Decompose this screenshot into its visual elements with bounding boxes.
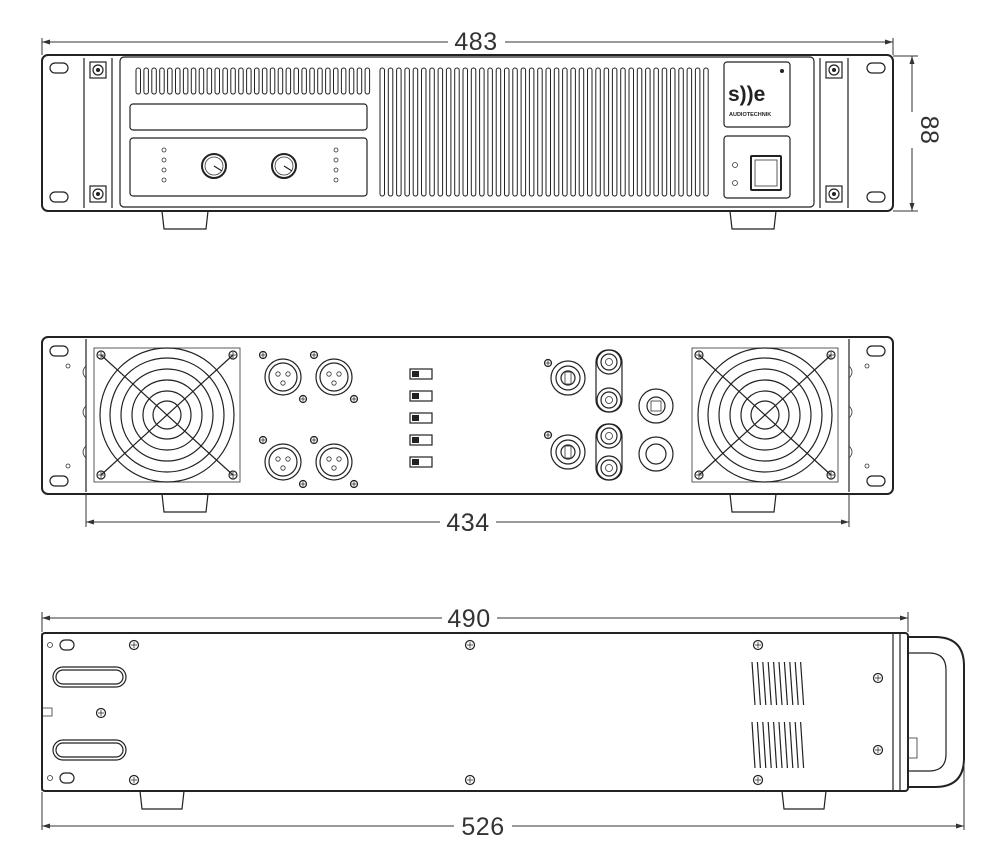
speakon-output-icon — [543, 358, 586, 470]
power-panel — [723, 135, 791, 199]
side-handle-slot-bottom — [52, 739, 127, 761]
side-screw-icon — [95, 639, 884, 786]
side-foot-right — [781, 790, 827, 810]
rack-slot-left-top — [49, 62, 69, 74]
fan-grille-left-icon — [93, 347, 241, 483]
control-panel — [129, 137, 368, 197]
front-width-dimension: 483 — [41, 28, 894, 56]
led-indicator-icon — [161, 147, 339, 183]
side-view: 490 — [41, 605, 965, 841]
power-led-icon — [732, 162, 738, 168]
rear-foot-left — [161, 493, 209, 513]
power-inlet-icon — [638, 388, 674, 472]
side-handle-slot-top — [52, 666, 127, 688]
rear-view: 434 — [41, 336, 894, 537]
side-depth-dimension: 490 — [41, 605, 909, 633]
front-width-label: 483 — [454, 28, 497, 56]
front-vent-top — [135, 67, 371, 95]
side-overall-dimension: 526 — [41, 760, 965, 841]
brand-logo-main: s))e — [728, 83, 765, 106]
power-switch-icon — [750, 155, 782, 191]
xlr-input-connectors — [258, 350, 359, 489]
front-foot-right — [729, 210, 777, 230]
handle-screw-icon — [89, 61, 843, 203]
rack-slot-right-bottom — [866, 191, 886, 203]
front-panel — [41, 54, 894, 212]
rack-slot-right-top — [866, 62, 886, 74]
rear-panel — [41, 336, 894, 495]
rear-foot-right — [729, 493, 777, 513]
side-chassis — [41, 632, 909, 792]
rear-ear-tabs — [82, 365, 853, 459]
front-display-bar — [129, 103, 368, 131]
front-height-label: 88 — [915, 116, 943, 145]
rack-slot-left-bottom — [49, 191, 69, 203]
side-overall-label: 526 — [461, 813, 504, 841]
rear-width-label: 434 — [446, 509, 489, 537]
brand-logo: s))e AUDIOTECHNIK — [723, 61, 791, 128]
rear-handle — [908, 636, 965, 788]
brand-logo-sub: AUDIOTECHNIK — [729, 112, 771, 118]
front-bezel — [119, 56, 815, 208]
dip-switches — [409, 368, 433, 468]
rear-width-dimension: 434 — [85, 494, 850, 537]
side-vent-grille — [751, 661, 805, 769]
side-depth-label: 490 — [447, 605, 490, 633]
binding-post-icon — [595, 349, 623, 481]
front-foot-left — [161, 210, 209, 230]
front-height-dimension: 88 — [893, 55, 943, 212]
volume-knob-left-icon — [201, 153, 227, 179]
volume-knob-right-icon — [271, 153, 297, 179]
side-foot-left — [139, 790, 185, 810]
front-vent-grille — [379, 67, 709, 197]
fan-grille-right-icon — [691, 347, 839, 483]
front-view: 483 88 — [41, 28, 943, 230]
